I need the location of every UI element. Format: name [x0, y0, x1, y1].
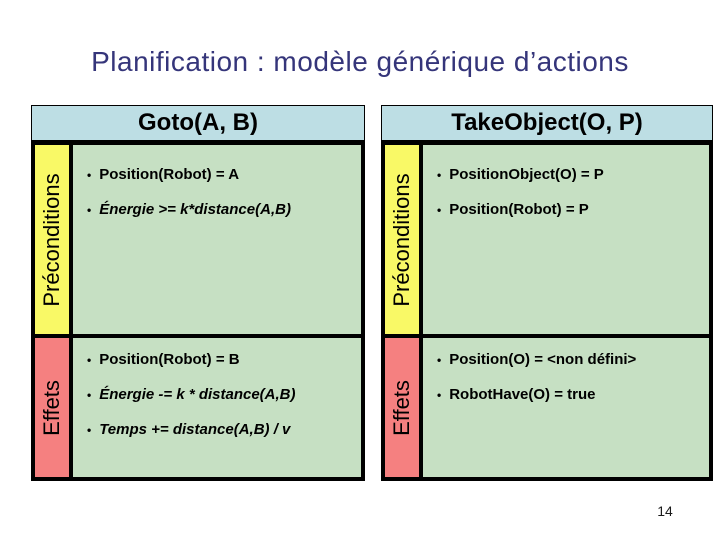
preconditions-label: Préconditions [39, 172, 64, 307]
effect-item: • Position(Robot) = B [87, 342, 355, 377]
bullet-icon: • [87, 352, 92, 367]
preconditions-content: • Position(Robot) = A • Énergie >= k*dis… [73, 145, 361, 338]
bullet-icon: • [87, 422, 92, 437]
effect-item: • Énergie -= k * distance(A,B) [87, 377, 355, 412]
precondition-item: • Énergie >= k*distance(A,B) [87, 192, 355, 227]
effects-label-cell: Effets [35, 338, 73, 477]
table-body-goto: Préconditions • Position(Robot) = A • Én… [31, 141, 365, 481]
effect-item: • RobotHave(O) = true [437, 377, 703, 412]
preconditions-label: Préconditions [389, 172, 414, 307]
page-number: 14 [657, 503, 673, 519]
effect-item: • Temps += distance(A,B) / v [87, 412, 355, 447]
precondition-item: • Position(Robot) = A [87, 157, 355, 192]
preconditions-content: • PositionObject(O) = P • Position(Robot… [423, 145, 709, 338]
effect-text: Énergie -= k * distance(A,B) [99, 386, 296, 403]
table-body-takeobject: Préconditions • PositionObject(O) = P • … [381, 141, 713, 481]
table-header-takeobject: TakeObject(O, P) [381, 105, 713, 141]
precondition-item: • Position(Robot) = P [437, 192, 703, 227]
bullet-icon: • [87, 167, 92, 182]
effects-label: Effets [39, 379, 64, 436]
precondition-text: Position(Robot) = A [99, 166, 240, 183]
effect-text: Temps += distance(A,B) / v [99, 421, 291, 438]
action-table-takeobject: TakeObject(O, P) Préconditions • Positio… [381, 105, 713, 481]
precondition-text: Énergie >= k*distance(A,B) [99, 201, 291, 218]
effect-text: Position(Robot) = B [99, 351, 240, 368]
bullet-icon: • [437, 352, 442, 367]
bullet-icon: • [87, 387, 92, 402]
effects-content: • Position(Robot) = B • Énergie -= k * d… [73, 338, 361, 477]
precondition-text: PositionObject(O) = P [449, 166, 604, 183]
action-table-goto: Goto(A, B) Préconditions • Position(Robo… [31, 105, 365, 481]
preconditions-label-cell: Préconditions [385, 145, 423, 338]
effect-text: Position(O) = <non défini> [449, 351, 637, 368]
effects-label-cell: Effets [385, 338, 423, 477]
effect-text: RobotHave(O) = true [449, 386, 596, 403]
bullet-icon: • [87, 202, 92, 217]
page-title: Planification : modèle générique d’actio… [91, 46, 629, 77]
precondition-text: Position(Robot) = P [449, 201, 589, 218]
precondition-item: • PositionObject(O) = P [437, 157, 703, 192]
effects-label: Effets [389, 379, 414, 436]
bullet-icon: • [437, 202, 442, 217]
preconditions-label-cell: Préconditions [35, 145, 73, 338]
bullet-icon: • [437, 387, 442, 402]
bullet-icon: • [437, 167, 442, 182]
effects-content: • Position(O) = <non défini> • RobotHave… [423, 338, 709, 477]
effect-item: • Position(O) = <non défini> [437, 342, 703, 377]
table-header-goto: Goto(A, B) [31, 105, 365, 141]
